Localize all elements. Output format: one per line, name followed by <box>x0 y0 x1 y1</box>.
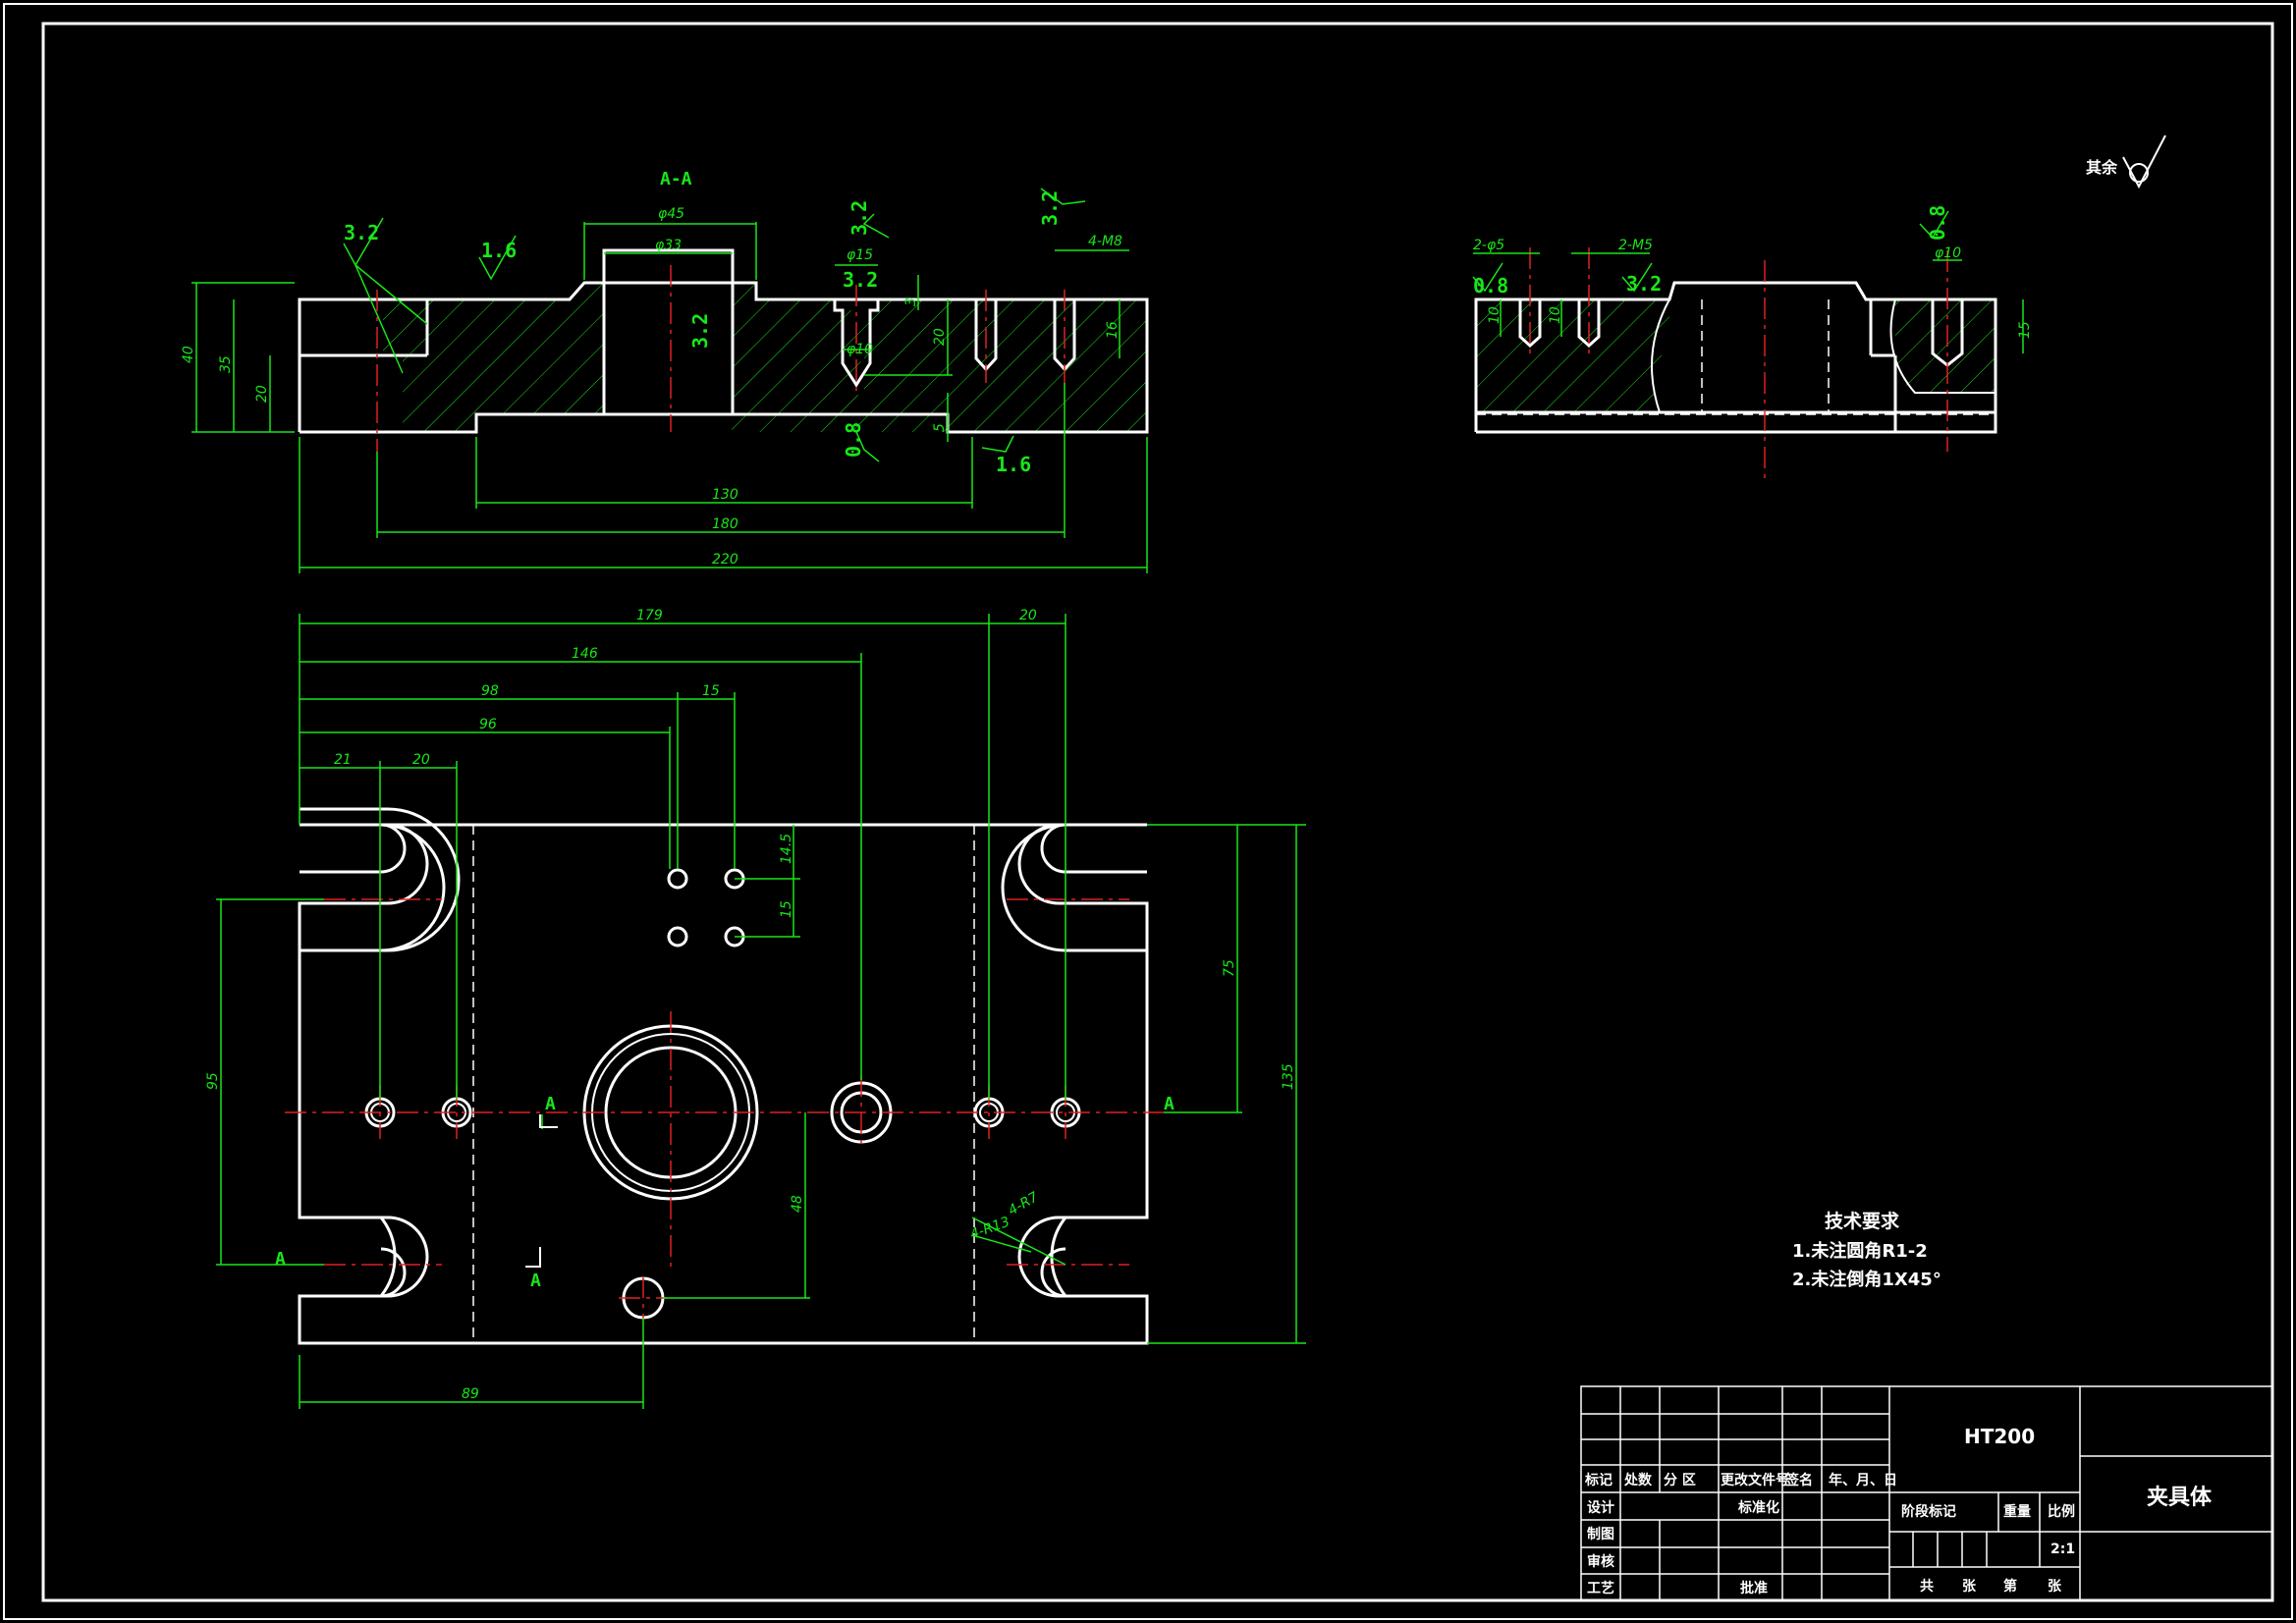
tb-material: HT200 <box>1964 1425 2035 1448</box>
tb-stage: 阶段标记 <box>1901 1503 1956 1520</box>
tb-header-5: 签名 <box>1784 1472 1813 1488</box>
roughness-2: 1.6 <box>481 239 517 262</box>
roughness-5: 3.2 <box>1038 190 1062 226</box>
dim-h40: 40 <box>181 346 196 363</box>
tb-approve: 批准 <box>1740 1580 1768 1596</box>
dim-v135: 135 <box>1281 1063 1296 1090</box>
dim-side-d10: φ10 <box>1935 245 1961 261</box>
dim-v145: 14.5 <box>779 834 794 864</box>
hatch-left-lip <box>383 299 403 355</box>
tb-sheet-1: 共 <box>1920 1578 1934 1595</box>
tb-ratio: 比例 <box>2048 1503 2075 1520</box>
tb-header-1: 标记 <box>1584 1472 1613 1488</box>
tb-scale: 2:1 <box>2050 1542 2075 1557</box>
tb-header-6: 年、月、日 <box>1829 1472 1897 1488</box>
dim-l96: 96 <box>479 717 497 732</box>
other-roughness-note: 其余 <box>2086 135 2166 189</box>
hatch-left <box>403 283 604 432</box>
dim-2-m5: 2-M5 <box>1618 238 1653 253</box>
dim-side-h15: 15 <box>2017 321 2033 339</box>
tech-item-1: 1.未注圆角R1-2 <box>1792 1240 1928 1262</box>
dim-l130: 130 <box>712 487 738 503</box>
dim-h16: 16 <box>1105 321 1121 339</box>
dim-d33: φ33 <box>655 238 682 253</box>
tb-row-2: 制图 <box>1587 1526 1614 1542</box>
side-roughness-2: 3.2 <box>1626 272 1662 296</box>
tb-sheet-3: 第 <box>2003 1578 2017 1595</box>
tb-weight: 重量 <box>2003 1503 2031 1520</box>
roughness-7: 1.6 <box>996 453 1031 476</box>
tb-sheet-4: 张 <box>2048 1579 2062 1595</box>
tech-title: 技术要求 <box>1825 1210 1900 1232</box>
dim-h20: 20 <box>254 385 270 403</box>
inner-frame <box>41 22 2274 1602</box>
section-label: A-A <box>660 169 692 189</box>
other-label: 其余 <box>2086 158 2118 177</box>
dim-l98: 98 <box>481 683 499 699</box>
dim-v95: 95 <box>205 1072 221 1090</box>
top-view-dimensions: φ45 φ33 φ15 φ10 4-M8 40 35 20 3 20 5 16 … <box>181 188 1148 573</box>
dim-l220: 220 <box>712 552 738 568</box>
side-roughness-3: 0.8 <box>1926 205 1949 241</box>
dim-h35: 35 <box>218 355 234 373</box>
tech-item-2: 2.未注倒角1X45° <box>1792 1269 1941 1290</box>
dim-l180: 180 <box>712 516 738 532</box>
dim-4r7: 4-R7 <box>1006 1189 1041 1218</box>
side-roughness-1: 0.8 <box>1473 274 1508 298</box>
dim-l146: 146 <box>572 646 598 662</box>
dim-side-h10: 10 <box>1487 306 1503 324</box>
dim-l20a: 20 <box>1019 608 1037 623</box>
dim-2-d5: 2-φ5 <box>1473 238 1504 253</box>
section-mark-2: A <box>1164 1094 1175 1114</box>
outer-frame <box>3 3 2293 1620</box>
dim-v15: 15 <box>779 900 794 918</box>
dim-h5: 5 <box>932 423 948 432</box>
dim-h20b: 20 <box>932 328 948 346</box>
technical-requirements: 技术要求 1.未注圆角R1-2 2.未注倒角1X45° <box>1792 1210 1941 1290</box>
roughness-symbols-top: 3.2 1.6 3.2 3.2 3.2 0.8 1.6 3.2 <box>343 188 1086 476</box>
dim-l21: 21 <box>334 752 352 768</box>
dim-4m8: 4-M8 <box>1088 234 1122 249</box>
tb-row-3: 审核 <box>1587 1553 1614 1570</box>
section-view-a-a: A-A <box>298 169 1149 452</box>
dim-l20b: 20 <box>412 752 430 768</box>
side-view: 2-φ5 2-M5 φ10 10 10 15 0.8 3.2 0.8 <box>1472 205 2033 481</box>
part-outline <box>298 248 1149 434</box>
dim-h3: 3 <box>903 298 919 306</box>
tb-standardize: 标准化 <box>1737 1499 1779 1516</box>
roughness-4: 3.2 <box>843 268 878 292</box>
plan-view: A A A A <box>275 807 1175 1345</box>
dim-d45: φ45 <box>658 206 684 222</box>
roughness-3: 3.2 <box>847 200 871 236</box>
title-block: 标记 处数 分 区 更改文件号 签名 年、月、日 设计 制图 审核 工艺 标准化… <box>1580 1385 2273 1601</box>
section-mark-1: A <box>545 1094 556 1114</box>
tb-header-3: 分 区 <box>1664 1473 1696 1488</box>
tb-header-4: 更改文件号 <box>1721 1472 1789 1488</box>
roughness-6: 0.8 <box>842 422 865 458</box>
dim-v75: 75 <box>1222 959 1237 977</box>
tb-sheet-2: 张 <box>1962 1579 1977 1595</box>
section-mark-4: A <box>530 1271 541 1291</box>
tb-row-1: 设计 <box>1587 1499 1614 1516</box>
hatch-mid <box>732 283 948 432</box>
dim-d10: φ10 <box>847 342 873 357</box>
roughness-1: 3.2 <box>344 221 379 244</box>
dim-side-h10b: 10 <box>1548 306 1563 324</box>
dim-l89: 89 <box>462 1386 479 1402</box>
section-mark-3: A <box>275 1249 286 1270</box>
dim-l179: 179 <box>636 608 663 623</box>
tb-header-2: 处数 <box>1623 1472 1653 1488</box>
roughness-8: 3.2 <box>688 313 712 349</box>
dim-d15: φ15 <box>847 247 873 263</box>
dim-l15: 15 <box>702 683 720 699</box>
plan-view-dimensions: 179 20 146 98 15 96 21 20 14.5 15 75 135 <box>205 608 1306 1409</box>
tb-part-name: 夹具体 <box>2147 1486 2213 1510</box>
dim-v48: 48 <box>790 1195 805 1213</box>
plan-outline <box>298 823 1149 1345</box>
tb-row-4: 工艺 <box>1587 1580 1614 1596</box>
hatch-right <box>864 299 1147 432</box>
